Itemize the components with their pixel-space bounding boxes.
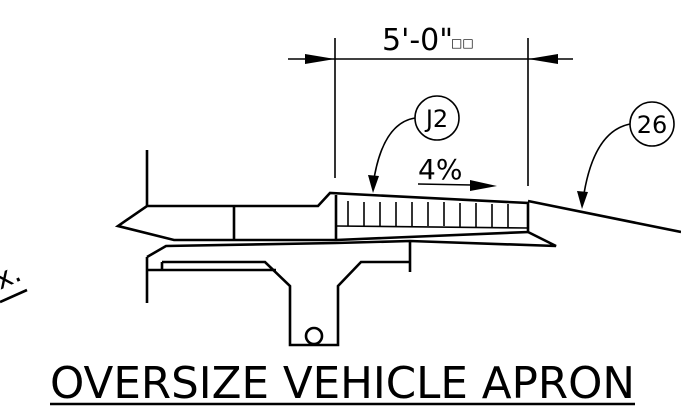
slope-arrowhead	[470, 180, 497, 191]
slope-text: 4%	[418, 153, 462, 186]
apron-paving	[335, 201, 529, 229]
callout-26-arrowhead	[577, 191, 588, 209]
reinforcement-bar	[304, 326, 324, 346]
callout-j2-label: J2	[424, 105, 448, 133]
beam-stem	[162, 260, 410, 347]
slope-indicator: 4%	[417, 153, 497, 191]
callout-j2-leader	[372, 117, 416, 186]
dimension-arrow-left	[305, 54, 335, 64]
apron-base	[335, 230, 557, 248]
partial-note: x.	[0, 256, 28, 304]
paving-bottom-line	[335, 225, 529, 229]
dimension-suffix: □□	[451, 36, 474, 50]
cross-section	[114, 150, 681, 347]
partial-note-text: x.	[0, 256, 26, 297]
callout-26-leader	[582, 123, 631, 201]
dimension-arrow-right	[528, 54, 558, 64]
landscape-slope	[527, 199, 681, 234]
partial-leader	[0, 288, 28, 304]
drawing-title: OVERSIZE VEHICLE APRON	[50, 358, 635, 409]
slope-underline	[417, 183, 473, 186]
callout-26: 26	[577, 101, 675, 209]
title-text: OVERSIZE VEHICLE APRON	[50, 358, 635, 409]
dimension-text: 5'-0"	[382, 23, 453, 58]
slab-left	[114, 191, 530, 242]
dimension-5ft: 5'-0" □□	[288, 23, 573, 186]
callout-j2: J2	[368, 95, 460, 193]
callout-j2-arrowhead	[368, 175, 379, 193]
beam-top	[146, 241, 337, 259]
callout-26-label: 26	[637, 111, 668, 139]
